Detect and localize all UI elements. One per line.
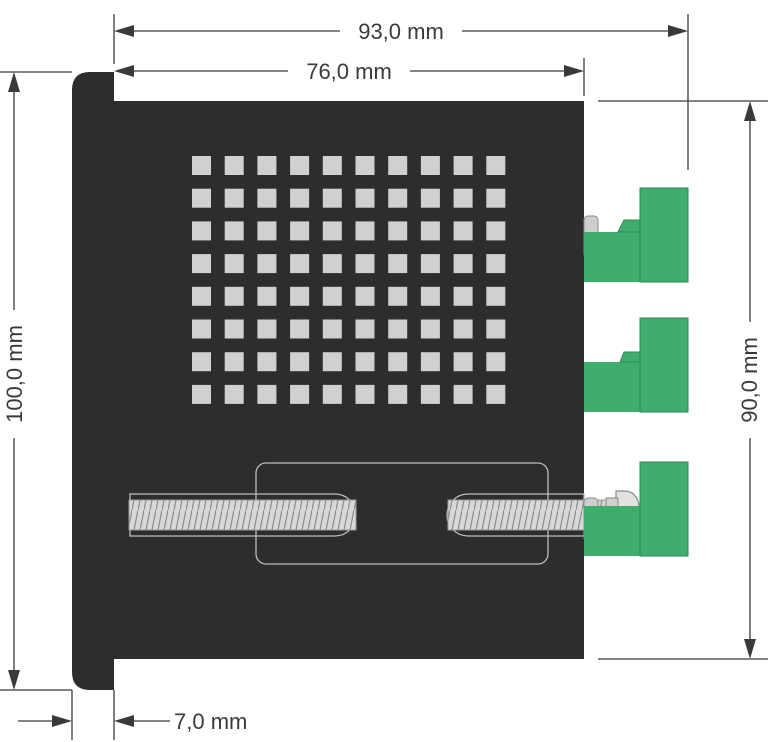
vent-square (453, 352, 473, 372)
vent-square (322, 352, 342, 372)
vent-square (322, 188, 342, 208)
vent-square (420, 188, 440, 208)
vent-square (453, 384, 473, 404)
vent-square (453, 221, 473, 241)
vent-square (355, 352, 375, 372)
vent-square (257, 352, 277, 372)
vent-square (257, 286, 277, 306)
vent-square (486, 286, 506, 306)
vent-square (224, 221, 244, 241)
vent-square (486, 384, 506, 404)
vent-square (420, 384, 440, 404)
vent-square (388, 156, 408, 175)
vent-square (453, 156, 473, 175)
vent-square (355, 286, 375, 306)
vent-square (257, 384, 277, 404)
vent-square (192, 188, 211, 208)
vent-square (486, 352, 506, 372)
vent-square (290, 352, 310, 372)
vent-square (322, 254, 342, 274)
vent-square (453, 286, 473, 306)
vent-square (257, 254, 277, 274)
total-depth-label: 93,0 mm (358, 19, 444, 44)
vent-square (224, 188, 244, 208)
vent-square (486, 319, 506, 339)
vent-square (355, 221, 375, 241)
vent-square (257, 221, 277, 241)
vent-square (224, 254, 244, 274)
vent-square (453, 254, 473, 274)
vent-square (290, 156, 310, 175)
vent-square (290, 254, 310, 274)
vent-square (290, 221, 310, 241)
vent-square (355, 188, 375, 208)
vent-square (290, 319, 310, 339)
vent-square (224, 286, 244, 306)
ventilation-grid (192, 156, 506, 404)
vent-square (192, 221, 211, 241)
connector-top (583, 187, 689, 283)
vent-square (355, 156, 375, 175)
vent-square (192, 286, 211, 306)
vent-square (388, 221, 408, 241)
vent-square (486, 188, 506, 208)
vent-square (322, 384, 342, 404)
vent-square (420, 286, 440, 306)
vent-square (420, 221, 440, 241)
connector-middle (584, 317, 689, 413)
vent-square (322, 319, 342, 339)
vent-square (224, 384, 244, 404)
vent-square (486, 254, 506, 274)
vent-square (388, 384, 408, 404)
vent-square (224, 352, 244, 372)
vent-square (420, 254, 440, 274)
dimension-housing-height: 90,0 mm (598, 100, 768, 660)
vent-square (388, 188, 408, 208)
front-bezel (72, 72, 114, 690)
dimension-total-depth: 93,0 mm (113, 14, 689, 170)
bezel-thickness-label: 7,0 mm (174, 709, 247, 734)
vent-square (420, 319, 440, 339)
housing-height-label: 90,0 mm (737, 337, 762, 423)
vent-square (322, 156, 342, 175)
vent-square (257, 188, 277, 208)
vent-square (322, 286, 342, 306)
dimension-front-height: 100,0 mm (0, 71, 72, 691)
vent-square (257, 319, 277, 339)
vent-square (355, 254, 375, 274)
threaded-rod-left (128, 499, 357, 531)
vent-square (290, 384, 310, 404)
vent-square (420, 156, 440, 175)
vent-square (420, 352, 440, 372)
vent-square (355, 384, 375, 404)
dimension-housing-depth: 76,0 mm (114, 58, 585, 96)
dimension-bezel-thickness: 7,0 mm (18, 690, 247, 740)
front-height-label: 100,0 mm (2, 325, 27, 423)
vent-square (486, 156, 506, 175)
vent-square (192, 352, 211, 372)
vent-square (290, 286, 310, 306)
housing-depth-label: 76,0 mm (306, 59, 392, 84)
vent-square (388, 286, 408, 306)
connector-bottom (583, 461, 689, 557)
vent-square (192, 384, 211, 404)
vent-square (290, 188, 310, 208)
vent-square (453, 319, 473, 339)
vent-square (192, 319, 211, 339)
vent-square (388, 319, 408, 339)
housing-body (114, 101, 584, 659)
vent-square (192, 254, 211, 274)
vent-square (192, 156, 211, 175)
vent-square (453, 188, 473, 208)
vent-square (486, 221, 506, 241)
vent-square (257, 156, 277, 175)
vent-square (388, 352, 408, 372)
vent-square (224, 319, 244, 339)
vent-square (388, 254, 408, 274)
vent-square (224, 156, 244, 175)
vent-square (322, 221, 342, 241)
vent-square (355, 319, 375, 339)
